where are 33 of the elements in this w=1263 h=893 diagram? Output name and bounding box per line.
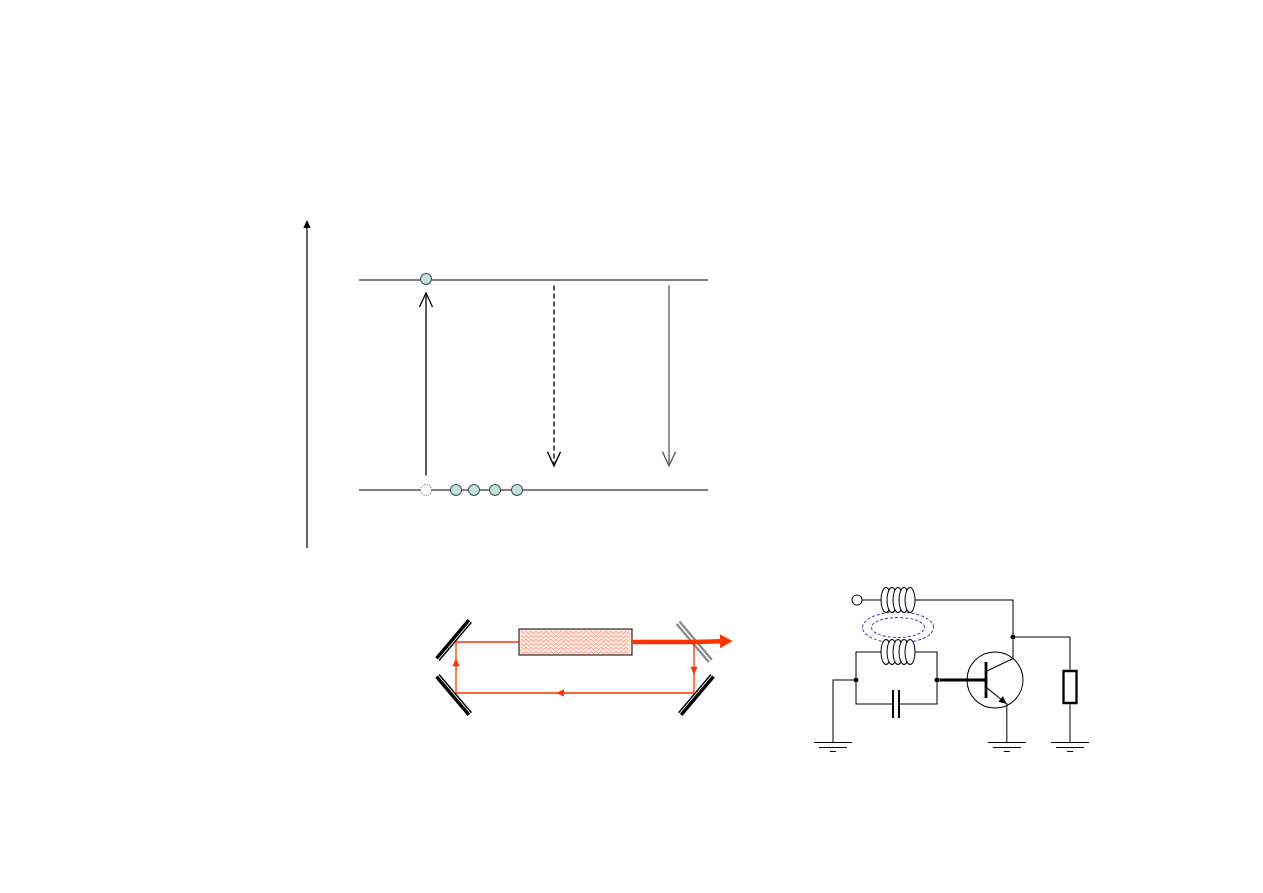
transition-arrow [661,284,677,468]
wire [832,679,854,743]
wire [1006,704,1008,743]
beam-path [452,641,460,694]
mirror [435,673,473,716]
transition-arrow [546,284,562,468]
wire [899,682,938,705]
wire [1012,639,1014,660]
inductor-coil [880,587,916,613]
wire [939,678,967,682]
gain-medium [518,628,633,656]
wire [1015,636,1071,671]
wire [914,651,938,678]
ground-symbol [813,742,853,752]
transistor-symbol [966,651,1024,709]
inductor-coil [880,639,916,665]
wire [1069,703,1071,743]
mirror [675,620,713,663]
beam-path [455,689,695,697]
beam-path [690,641,698,694]
beam-path [455,641,520,643]
wire [855,682,893,705]
wire [855,651,882,678]
wire [914,599,1014,635]
mirror [677,673,715,716]
wire [861,599,882,601]
resistor-symbol [1062,669,1078,705]
transition-arrow [418,291,434,477]
ground-symbol [987,742,1027,752]
output-beam [632,639,694,645]
ground-symbol [1050,742,1090,752]
capacitor-symbol [892,689,900,719]
mirror [435,619,473,662]
